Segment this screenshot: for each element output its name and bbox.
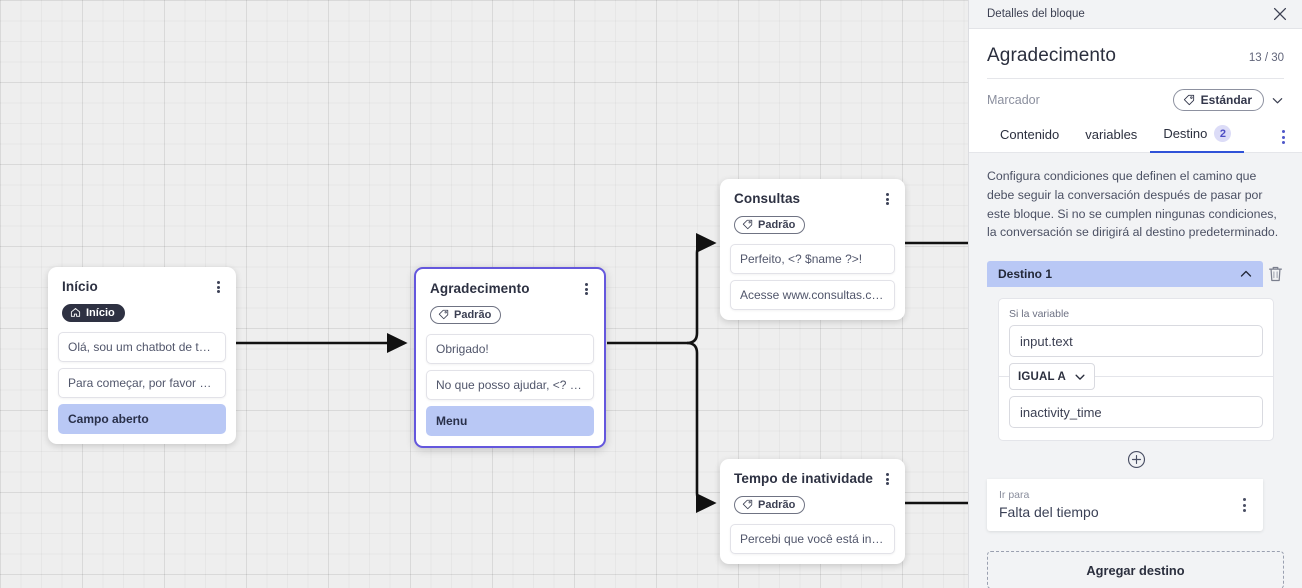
destination-card: Destino 1 Si la [987,261,1284,532]
panel-inner: Agradecimento 13 / 30 Marcador Estándar [969,29,1302,153]
node-header: Agradecimento Padrão [416,269,604,334]
destination-title: Destino 1 [998,267,1053,282]
node-item[interactable]: Para começar, por favor digite o ... [58,368,226,399]
panel-description: Configura condiciones que definen el cam… [987,169,1279,240]
tab-variables[interactable]: variables [1072,127,1150,153]
operator-divider [999,376,1273,378]
marker-row: Marcador Estándar [987,79,1284,111]
destination-header[interactable]: Destino 1 [987,261,1263,288]
more-vertical-icon[interactable] [1237,497,1251,513]
node-title: Início [62,279,98,294]
panel-title-row: Agradecimento 13 / 30 [987,45,1284,67]
node-tag-default[interactable]: Padrão [734,215,806,234]
node-item[interactable]: Percebi que você está inativo. C... [730,524,895,555]
node-menu-icon[interactable] [211,279,225,295]
tab-label: Destino [1163,126,1208,141]
node-header: Tempo de inatividade Padrão [720,459,905,524]
goto-value: Falta del tiempo [999,504,1099,521]
add-condition-row [998,441,1274,479]
tag-icon [742,500,753,510]
flow-canvas[interactable]: Início Início Olá, sou um chatbot de tes… [0,0,968,588]
block-details-panel: Detalles del bloque Agradecimento 13 / 3… [968,0,1302,588]
node-item[interactable]: No que posso ajudar, <? $name ... [426,370,594,401]
plus-circle-icon[interactable] [1127,450,1146,469]
goto-section[interactable]: Ir para Falta del tiempo [987,479,1263,532]
node-tag-default[interactable]: Padrão [734,495,806,514]
panel-header: Agradecimento 13 / 30 Marcador Estándar [969,29,1302,111]
tab-label: Contenido [1000,127,1060,142]
tab-contenido[interactable]: Contenido [987,127,1072,153]
operator-row: IGUAL A [999,363,1273,391]
node-tag-label: Padrão [758,498,796,511]
node-body: Obrigado! No que posso ajudar, <? $name … [416,334,604,446]
tag-icon [1183,94,1194,106]
page-title: Agradecimento [987,45,1117,66]
node-tag-label: Padrão [758,218,796,231]
node-header: Consultas Padrão [720,179,905,244]
marker-chip[interactable]: Estándar [1172,89,1264,111]
operator-label: IGUAL A [1018,370,1067,383]
flow-node-agradecimento[interactable]: Agradecimento Padrão Obrigado! No que po… [414,267,606,449]
home-icon [70,308,81,318]
tab-badge: 2 [1214,125,1232,142]
node-item[interactable]: Acesse www.consultas.com par... [730,280,895,311]
node-item[interactable]: Olá, sou um chatbot de teste! [58,332,226,363]
panel-tabs: Contenido variables Destino 2 [969,111,1302,153]
node-body: Perfeito, <? $name ?>! Acesse www.consul… [720,244,905,320]
panel-titlebar-label: Detalles del bloque [987,8,1085,20]
node-item[interactable]: Perfeito, <? $name ?>! [730,244,895,275]
marker-value: Estándar [1200,93,1252,107]
node-title: Tempo de inatividade [734,471,874,486]
node-title: Agradecimento [430,281,530,296]
condition-box: Si la variable input.text IGUAL A inacti… [998,298,1274,442]
trash-icon[interactable] [1267,265,1284,283]
compare-value-input[interactable]: inactivity_time [1009,396,1263,429]
node-tag-label: Início [86,306,115,319]
tab-label: variables [1085,127,1138,142]
panel-body: Configura condiciones que definen el cam… [969,153,1302,532]
node-body: Olá, sou um chatbot de teste! Para começ… [48,332,236,444]
node-tag-start[interactable]: Início [62,303,125,322]
add-destination-label: Agregar destino [1086,562,1185,578]
chevron-down-icon[interactable] [1271,94,1284,107]
operator-select[interactable]: IGUAL A [1009,363,1096,391]
node-item[interactable]: Obrigado! [426,334,594,365]
tag-icon [742,220,753,230]
node-menu-icon[interactable] [579,281,593,297]
variable-input[interactable]: input.text [1009,325,1263,358]
add-destination-button[interactable]: Agregar destino [987,551,1284,588]
chevron-down-icon [1075,374,1085,380]
node-menu-icon[interactable] [880,471,894,487]
tag-icon [438,310,449,320]
condition-label: Si la variable [1009,308,1070,321]
flow-node-inicio[interactable]: Início Início Olá, sou um chatbot de tes… [48,267,236,445]
node-tag-default[interactable]: Padrão [430,305,502,324]
node-item[interactable]: Menu [426,406,594,437]
tab-destino[interactable]: Destino 2 [1150,125,1245,153]
char-counter: 13 / 30 [1248,52,1284,64]
node-tag-label: Padrão [454,308,492,321]
node-header: Início Início [48,267,236,332]
marker-controls: Estándar [1172,89,1284,111]
node-menu-icon[interactable] [880,191,894,207]
close-icon[interactable] [1271,5,1289,23]
more-vertical-icon[interactable] [1276,129,1290,145]
chevron-up-icon[interactable] [1239,267,1253,281]
marker-label: Marcador [987,93,1040,107]
title-divider [987,78,1284,79]
goto-label: Ir para [999,489,1030,502]
flow-node-consultas[interactable]: Consultas Padrão Perfeito, <? $name ?>! … [720,179,905,321]
node-item[interactable]: Campo aberto [58,404,226,435]
flow-node-inatividade[interactable]: Tempo de inatividade Padrão Percebi que … [720,459,905,565]
panel-titlebar: Detalles del bloque [969,0,1302,29]
node-title: Consultas [734,191,801,206]
node-body: Percebi que você está inativo. C... [720,524,905,564]
